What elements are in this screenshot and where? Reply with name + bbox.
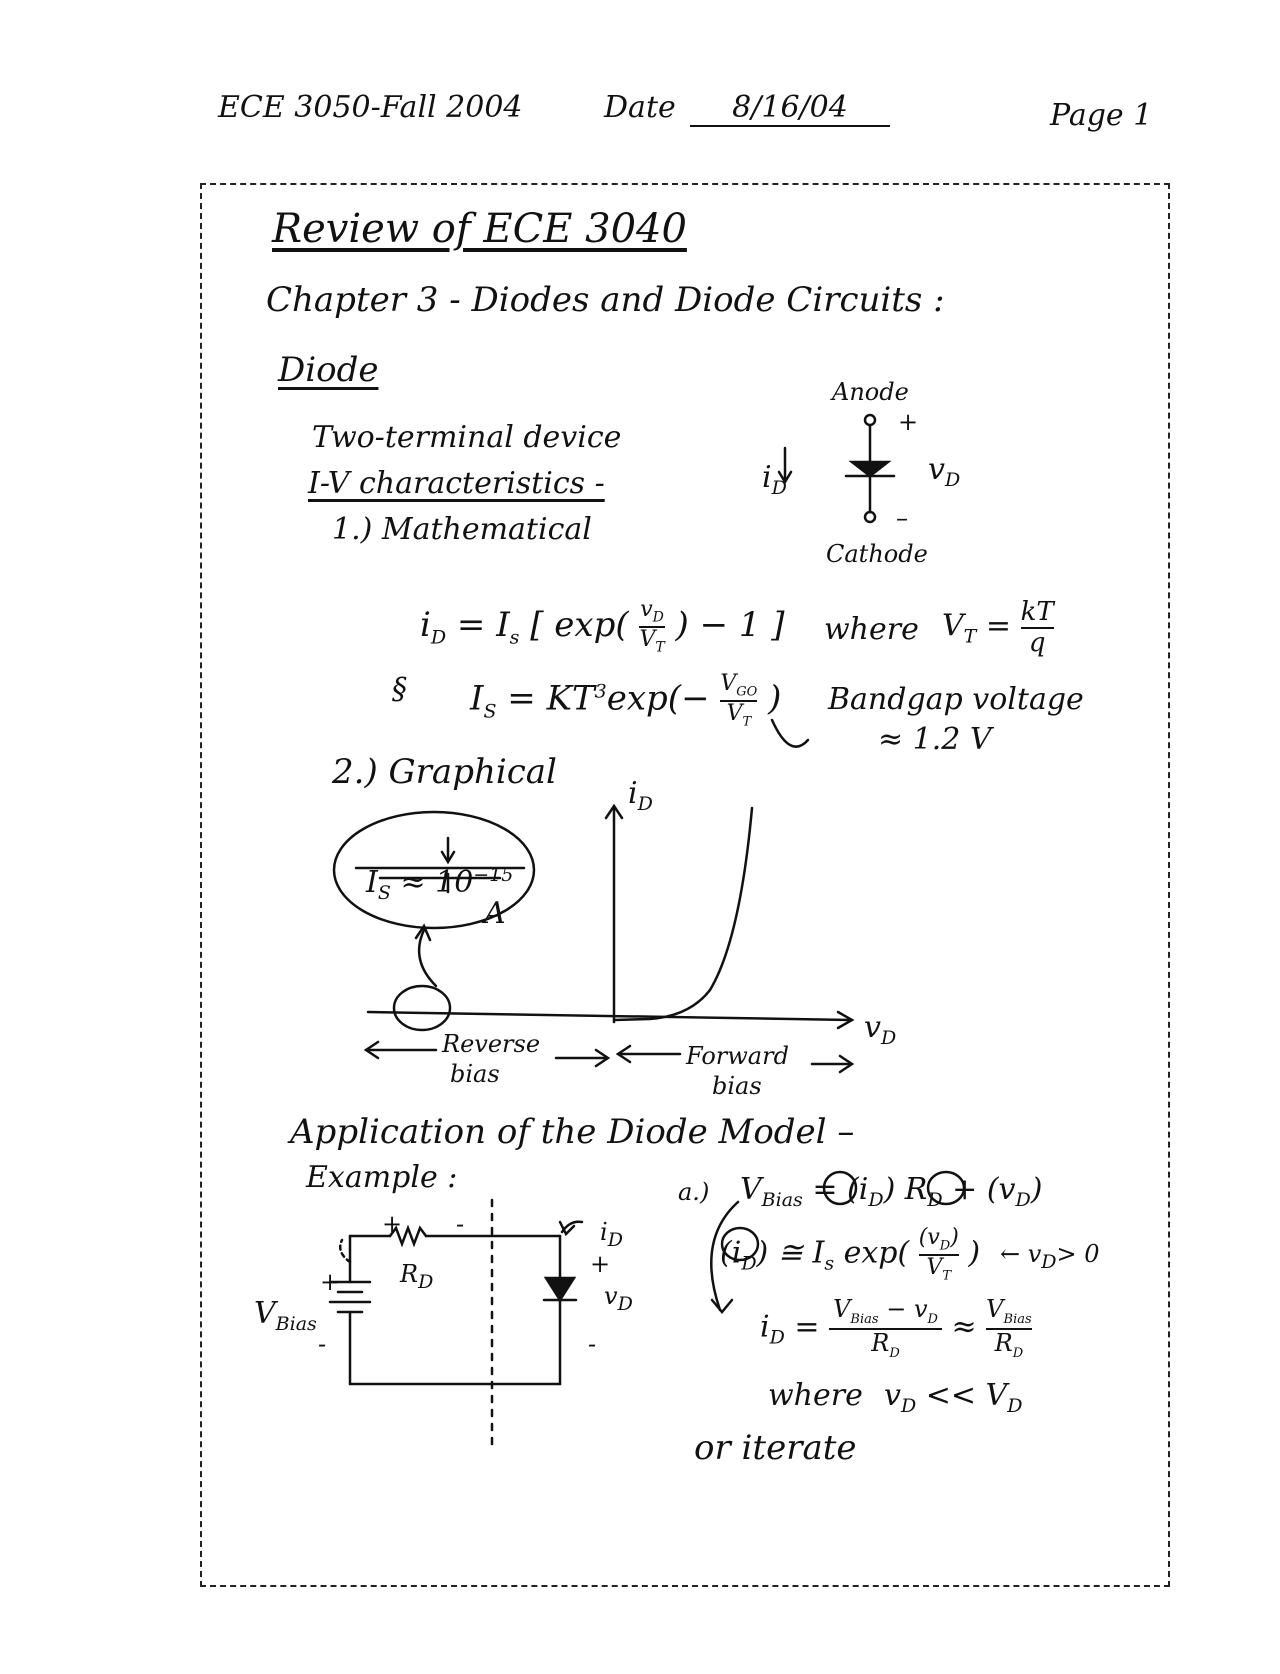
saturation-current-equation: IS = KT3exp(− VGO VT )	[470, 671, 782, 730]
cathode-label: Cathode	[826, 540, 928, 568]
iv-curve	[612, 806, 754, 1022]
solution-a-label: a.)	[678, 1178, 710, 1206]
cathode-minus: –	[896, 504, 908, 532]
source-minus: -	[318, 1330, 327, 1358]
example-circuit	[328, 1198, 584, 1448]
inset-saturation-label: IS ≈ 10−15	[366, 864, 514, 904]
section-diode: Diode	[278, 350, 379, 390]
circuit-diode-plus: +	[590, 1250, 611, 1278]
date-value: 8/16/04	[690, 90, 890, 127]
iv-characteristics-line: I-V characteristics -	[308, 466, 605, 501]
chapter-heading: Chapter 3 - Diodes and Diode Circuits :	[266, 280, 945, 320]
solution-where: where	[768, 1378, 863, 1413]
example-label: Example :	[306, 1160, 458, 1195]
iv-graph	[332, 803, 855, 1074]
solution-line-3: iD = VBias − vD RD ≈ VBias RD	[760, 1295, 1032, 1361]
course-header: ECE 3050-Fall 2004	[218, 90, 523, 125]
resistor-minus: -	[456, 1210, 465, 1238]
inset-unit: A	[484, 896, 506, 931]
graph-y-label: iD	[628, 776, 653, 815]
application-heading: Application of the Diode Model –	[290, 1112, 855, 1152]
solution-where-condition: vD << VD	[884, 1378, 1023, 1417]
vbias-label: VBias	[254, 1296, 317, 1335]
mathematical-line: 1.) Mathematical	[332, 512, 592, 547]
diode-equation: iD = Is [ exp( vD VT ) − 1 ]	[420, 597, 785, 656]
thermal-voltage-equation: VT = kT q	[942, 597, 1054, 658]
where-label: where	[824, 612, 919, 647]
solution-annotations	[710, 1170, 966, 1314]
circuit-diode-minus: -	[588, 1330, 597, 1358]
page-number: Page 1	[1050, 98, 1153, 133]
diode-current-label: iD	[762, 460, 787, 499]
forward-bias-label: bias	[712, 1072, 762, 1100]
anode-label: Anode	[832, 378, 909, 406]
bandgap-label: Bandgap voltage	[828, 682, 1084, 717]
bandgap-arrow	[770, 718, 810, 748]
and-symbol: §	[392, 672, 407, 707]
diode-symbol	[777, 413, 896, 524]
solution-condition: ← vD> 0	[1000, 1240, 1100, 1273]
anode-plus: +	[898, 408, 919, 436]
resistor-symbol	[388, 1224, 428, 1248]
date-label: Date	[604, 90, 676, 125]
circuit-current-label: iD	[600, 1218, 623, 1251]
page-frame	[200, 183, 1170, 1587]
graph-x-label: vD	[864, 1010, 897, 1049]
diode-voltage-label: vD	[928, 452, 961, 491]
two-terminal-line: Two-terminal device	[312, 420, 622, 455]
resistor-label: RD	[400, 1260, 434, 1293]
circuit-diode-voltage: vD	[604, 1282, 633, 1315]
solution-iterate: or iterate	[694, 1428, 857, 1468]
graphical-line: 2.) Graphical	[332, 752, 557, 792]
page-title: Review of ECE 3040	[272, 206, 687, 252]
bandgap-value: ≈ 1.2 V	[878, 722, 992, 757]
circuit-diode-symbol	[543, 1276, 577, 1303]
reverse-label: Reverse	[442, 1030, 541, 1058]
reverse-bias-label: bias	[450, 1060, 500, 1088]
forward-label: Forward	[686, 1042, 789, 1070]
